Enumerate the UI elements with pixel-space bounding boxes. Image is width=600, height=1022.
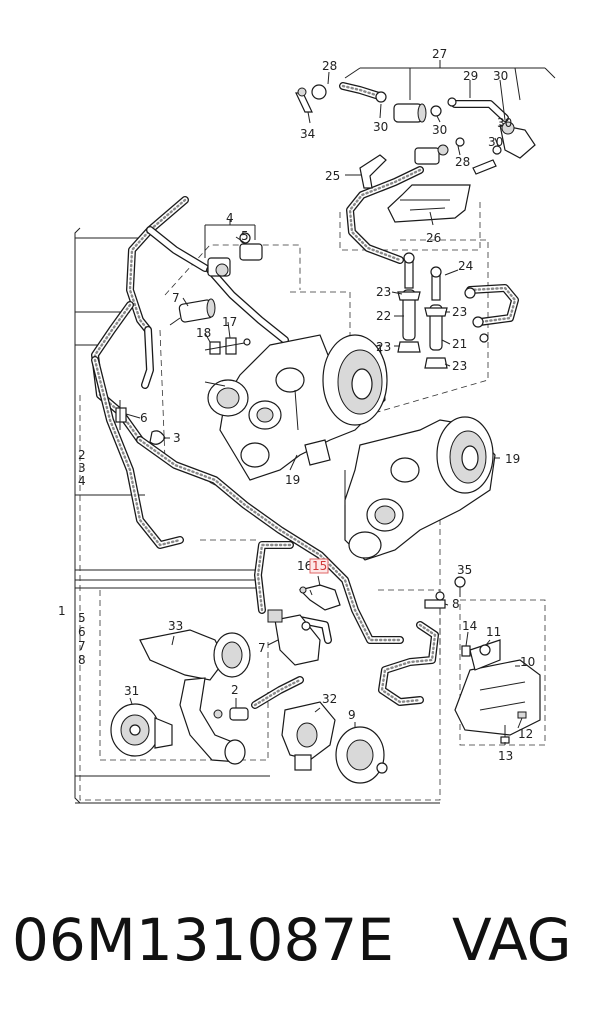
callout-12: 12	[518, 727, 533, 741]
heat-shield-26	[387, 184, 471, 223]
callout-31: 31	[124, 684, 139, 698]
mount-bracket-10-14	[454, 639, 541, 744]
callout-26: 26	[426, 231, 441, 245]
intake-pipe-33	[139, 629, 251, 765]
bracket-15-16	[298, 584, 341, 611]
canister-30-top	[375, 91, 457, 123]
caption: 06M131087E VAG	[12, 906, 572, 974]
callout-3: 3	[173, 431, 181, 445]
callout-5-group: 5	[78, 611, 86, 625]
callout-7: 7	[172, 291, 180, 305]
valve-2	[213, 707, 249, 721]
turbocharger-upper	[204, 334, 388, 481]
clip-3	[149, 430, 166, 445]
turbocharger-lower	[344, 416, 496, 561]
callout-18: 18	[196, 326, 211, 340]
part-number-caption: 06M131087E	[12, 906, 394, 974]
callout-2: 2	[231, 683, 239, 697]
callout-4: 4	[226, 211, 234, 225]
callout-30: 30	[373, 120, 388, 134]
callout-30: 30	[497, 116, 512, 130]
callout-21: 21	[452, 337, 467, 351]
callout-29: 29	[463, 69, 478, 83]
valve-30-right	[472, 121, 536, 175]
callout-35: 35	[457, 563, 472, 577]
callout-23: 23	[452, 359, 467, 373]
callout-17: 17	[222, 315, 237, 329]
callout-labels: 27 28 29 30 34 30 30 30 30 28 25 26 24 2…	[58, 47, 535, 763]
callout-32: 32	[322, 692, 337, 706]
callout-11: 11	[486, 625, 501, 639]
callout-7-group: 7	[78, 639, 86, 653]
check-valve-4	[207, 232, 263, 277]
callout-28: 28	[322, 59, 337, 73]
callout-22: 22	[376, 309, 391, 323]
callout-2-group: 2	[78, 448, 86, 462]
connector-6	[115, 400, 127, 430]
coolant-pump-31	[110, 703, 173, 757]
callout-4-group: 4	[78, 474, 86, 488]
callout-27: 27	[432, 47, 447, 61]
callout-34: 34	[300, 127, 315, 141]
bracket-25	[359, 154, 387, 189]
callout-10: 10	[520, 655, 535, 669]
callout-5: 5	[241, 229, 249, 243]
callout-23: 23	[452, 305, 467, 319]
callout-24: 24	[458, 259, 473, 273]
brand-caption: VAG	[452, 906, 572, 974]
valve-28-lower	[414, 137, 465, 165]
callout-25: 25	[325, 169, 340, 183]
callout-30: 30	[488, 135, 503, 149]
callout-15-highlight	[309, 558, 329, 574]
hose-22-21-clamps-23	[397, 252, 489, 369]
callout-28: 28	[455, 155, 470, 169]
callout-7: 7	[258, 641, 266, 655]
fitting-34	[307, 111, 311, 124]
callout-1: 1	[58, 604, 66, 618]
callout-33: 33	[168, 619, 183, 633]
clips-17-18	[204, 337, 251, 355]
callout-19: 19	[285, 473, 300, 487]
solenoid-valve-7-lower	[267, 609, 321, 666]
connector-8	[424, 576, 466, 609]
vacuum-pump-32-9	[281, 701, 388, 784]
callout-14: 14	[462, 619, 477, 633]
callout-23: 23	[376, 340, 391, 354]
callout-6: 6	[140, 411, 148, 425]
callout-15-highlighted: 15	[312, 559, 327, 573]
callout-16: 16	[297, 559, 312, 573]
callout-8-group: 8	[78, 653, 86, 667]
callout-23: 23	[376, 285, 391, 299]
callout-8: 8	[452, 597, 460, 611]
callout-30: 30	[493, 69, 508, 83]
valve-28	[295, 84, 327, 113]
bracket-27	[344, 60, 556, 101]
bracket-4-5	[204, 220, 256, 258]
callout-6-group: 6	[78, 625, 86, 639]
callout-19: 19	[505, 452, 520, 466]
callout-9: 9	[348, 708, 356, 722]
callout-30: 30	[432, 123, 447, 137]
callout-13: 13	[498, 749, 513, 763]
left-bracket-frame	[74, 227, 440, 804]
leader-lines	[125, 71, 523, 745]
callout-3-group: 3	[78, 461, 86, 475]
